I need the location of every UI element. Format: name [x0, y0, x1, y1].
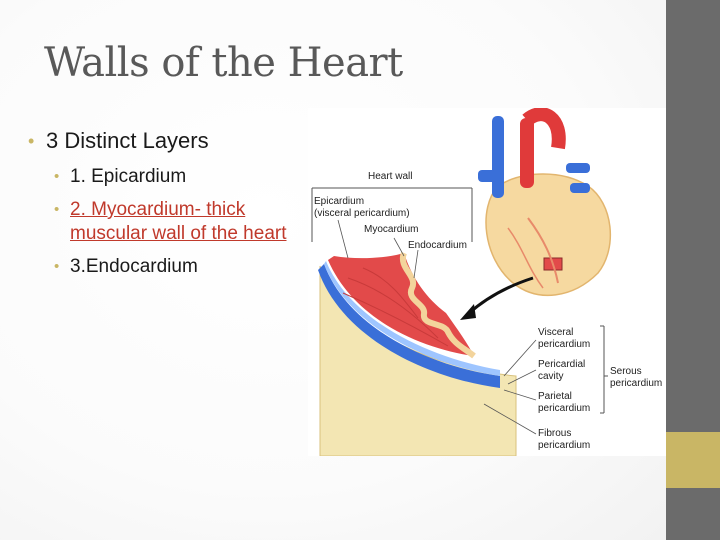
- side-accent-block: [666, 432, 720, 488]
- label-myocardium: Myocardium: [364, 224, 418, 235]
- label-visceral-paren: (visceral pericardium): [314, 208, 410, 219]
- heart-wall-bracket: [311, 187, 608, 435]
- bullet-endocardium: 3.Endocardium: [28, 255, 298, 279]
- myocardium-link[interactable]: 2. Myocardium- thick muscular wall of th…: [70, 199, 287, 244]
- pointer-arrow: [460, 276, 534, 320]
- label-heart-wall: Heart wall: [368, 171, 412, 182]
- label-fibrous-1: Fibrous: [538, 428, 571, 439]
- label-parietal-1: Parietal: [538, 391, 572, 402]
- label-parietal-2: pericardium: [538, 403, 590, 414]
- label-visceral-2: pericardium: [538, 339, 590, 350]
- slide-title: Walls of the Heart: [44, 40, 403, 86]
- bullet-main: 3 Distinct Layers: [28, 126, 298, 156]
- label-fibrous-2: pericardium: [538, 440, 590, 451]
- heart-wall-diagram: Heart wall Epicardium (visceral pericard…: [308, 108, 666, 456]
- label-cavity-2: cavity: [538, 371, 564, 382]
- label-serous-1: Serous: [610, 366, 642, 377]
- bullet-epicardium: 1. Epicardium: [28, 165, 298, 189]
- bullet-myocardium: 2. Myocardium- thick muscular wall of th…: [28, 198, 298, 246]
- label-epicardium: Epicardium: [314, 196, 364, 207]
- heart-illustration: [478, 108, 611, 296]
- bullet-list: 3 Distinct Layers 1. Epicardium 2. Myoca…: [28, 126, 298, 279]
- label-serous-2: pericardium: [610, 378, 662, 389]
- heart-wall-svg: Heart wall Epicardium (visceral pericard…: [311, 108, 662, 456]
- label-endocardium: Endocardium: [408, 240, 467, 251]
- label-cavity-1: Pericardial: [538, 359, 585, 370]
- wall-cross-section: [318, 251, 517, 456]
- label-visceral-1: Visceral: [538, 327, 573, 338]
